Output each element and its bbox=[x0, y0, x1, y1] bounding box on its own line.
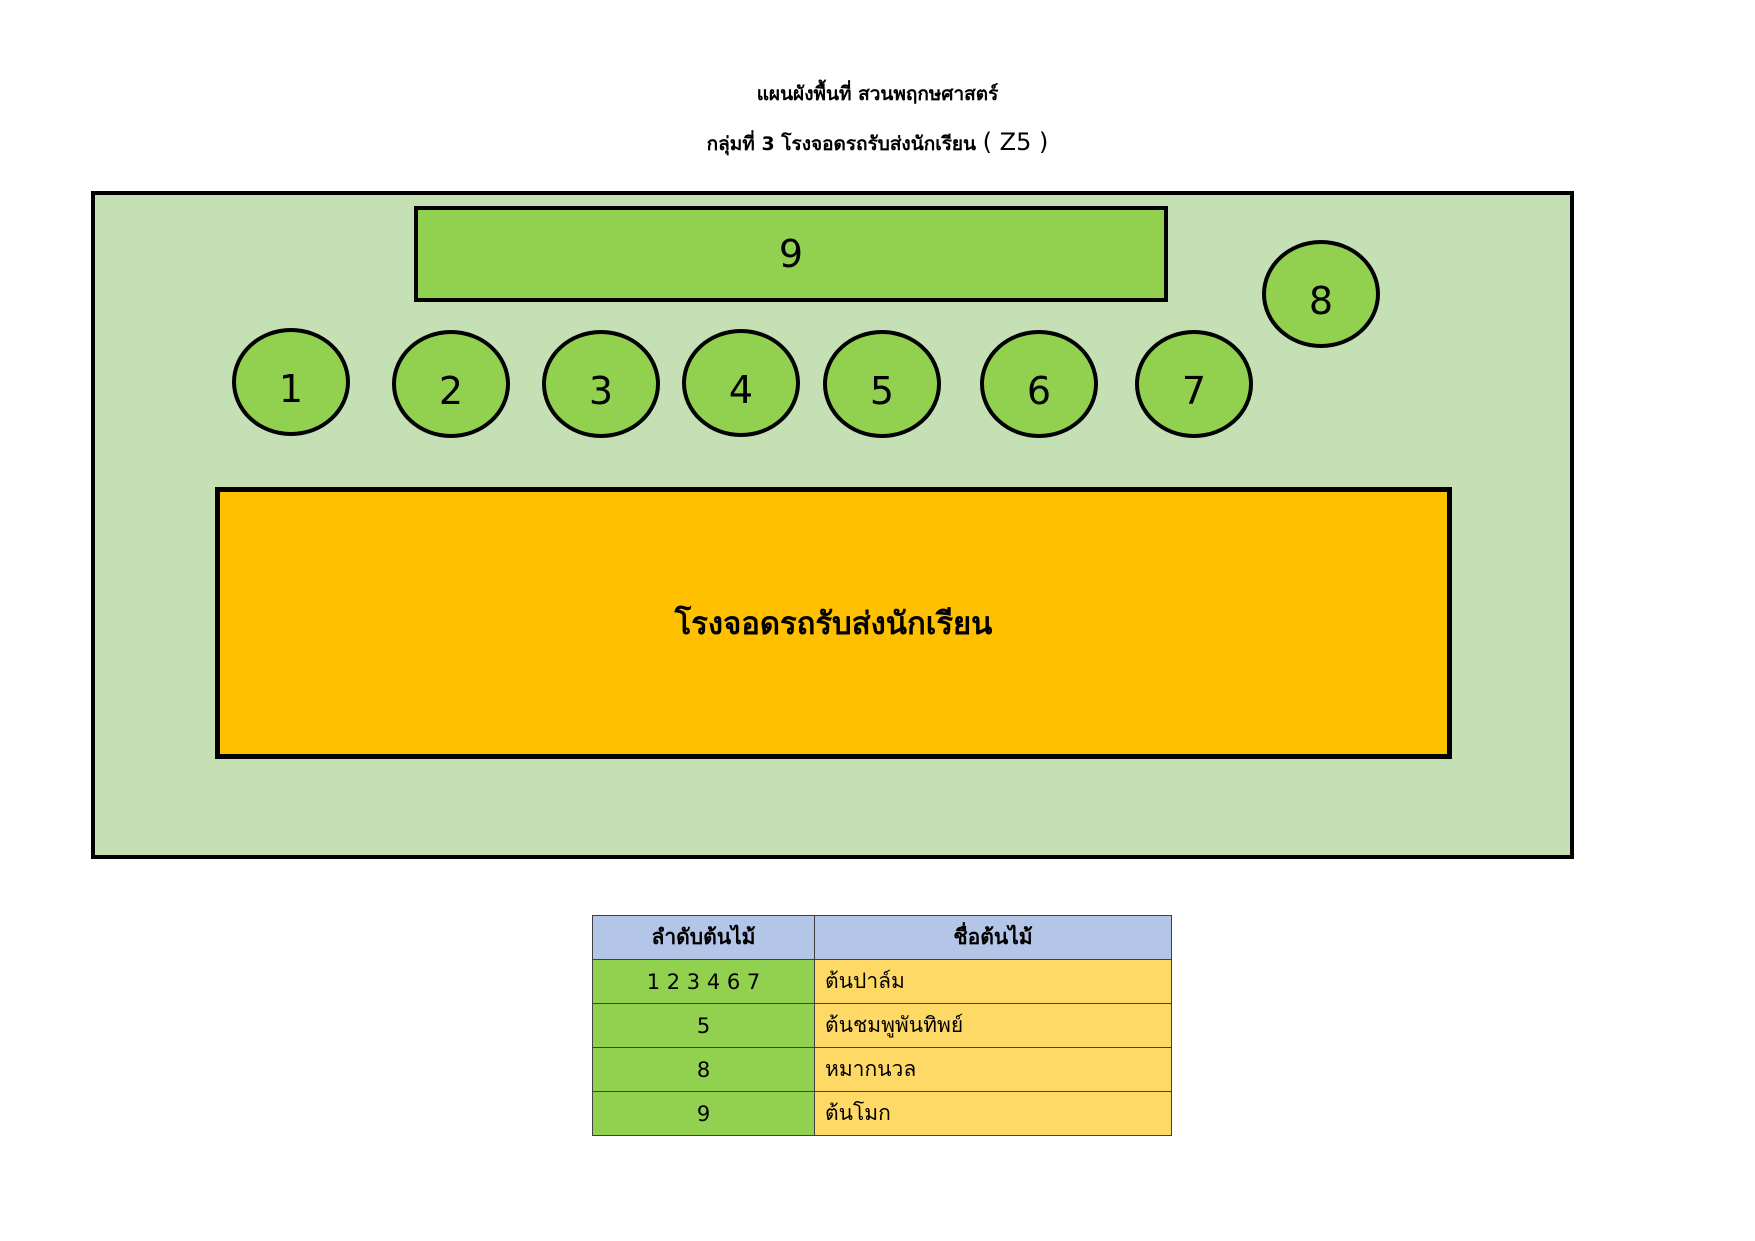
legend-table: ลำดับต้นไม้ ชื่อต้นไม้ 1 2 3 4 6 7 ต้นปา… bbox=[592, 915, 1172, 1136]
bus-shelter-building: โรงจอดรถรับส่งนักเรียน bbox=[215, 487, 1452, 759]
tree-5: 5 bbox=[823, 330, 941, 438]
legend-header-row: ลำดับต้นไม้ ชื่อต้นไม้ bbox=[592, 915, 1172, 960]
subtitle-text: กลุ่มที่ 3 โรงจอดรถรับส่งนักเรียน bbox=[706, 133, 977, 155]
table-row: 9 ต้นโมก bbox=[592, 1091, 1172, 1136]
tree-1: 1 bbox=[232, 328, 350, 436]
table-row: 5 ต้นชมพูพันทิพย์ bbox=[592, 1003, 1172, 1048]
tree-4: 4 bbox=[682, 329, 800, 437]
tree-number-cell: 9 bbox=[592, 1091, 815, 1136]
table-row: 1 2 3 4 6 7 ต้นปาล์ม bbox=[592, 959, 1172, 1004]
tree-7: 7 bbox=[1135, 330, 1253, 438]
header-tree-number: ลำดับต้นไม้ bbox=[592, 915, 815, 960]
tree-name-cell: หมากนวล bbox=[814, 1047, 1172, 1092]
tree-name-cell: ต้นโมก bbox=[814, 1091, 1172, 1136]
zone-code: ( Z5 ) bbox=[982, 128, 1049, 156]
tree-number-cell: 8 bbox=[592, 1047, 815, 1092]
tree-6: 6 bbox=[980, 330, 1098, 438]
tree-2: 2 bbox=[392, 330, 510, 438]
tree-name-cell: ต้นปาล์ม bbox=[814, 959, 1172, 1004]
tree-number-cell: 1 2 3 4 6 7 bbox=[592, 959, 815, 1004]
page-subtitle: กลุ่มที่ 3 โรงจอดรถรับส่งนักเรียน ( Z5 ) bbox=[0, 128, 1755, 158]
tree-bed-9: 9 bbox=[414, 206, 1168, 302]
tree-8: 8 bbox=[1262, 240, 1380, 348]
page-title: แผนผังพื้นที่ สวนพฤกษศาสตร์ bbox=[756, 83, 999, 105]
table-row: 8 หมากนวล bbox=[592, 1047, 1172, 1092]
header-tree-name: ชื่อต้นไม้ bbox=[814, 915, 1172, 960]
tree-name-cell: ต้นชมพูพันทิพย์ bbox=[814, 1003, 1172, 1048]
tree-3: 3 bbox=[542, 330, 660, 438]
tree-number-cell: 5 bbox=[592, 1003, 815, 1048]
